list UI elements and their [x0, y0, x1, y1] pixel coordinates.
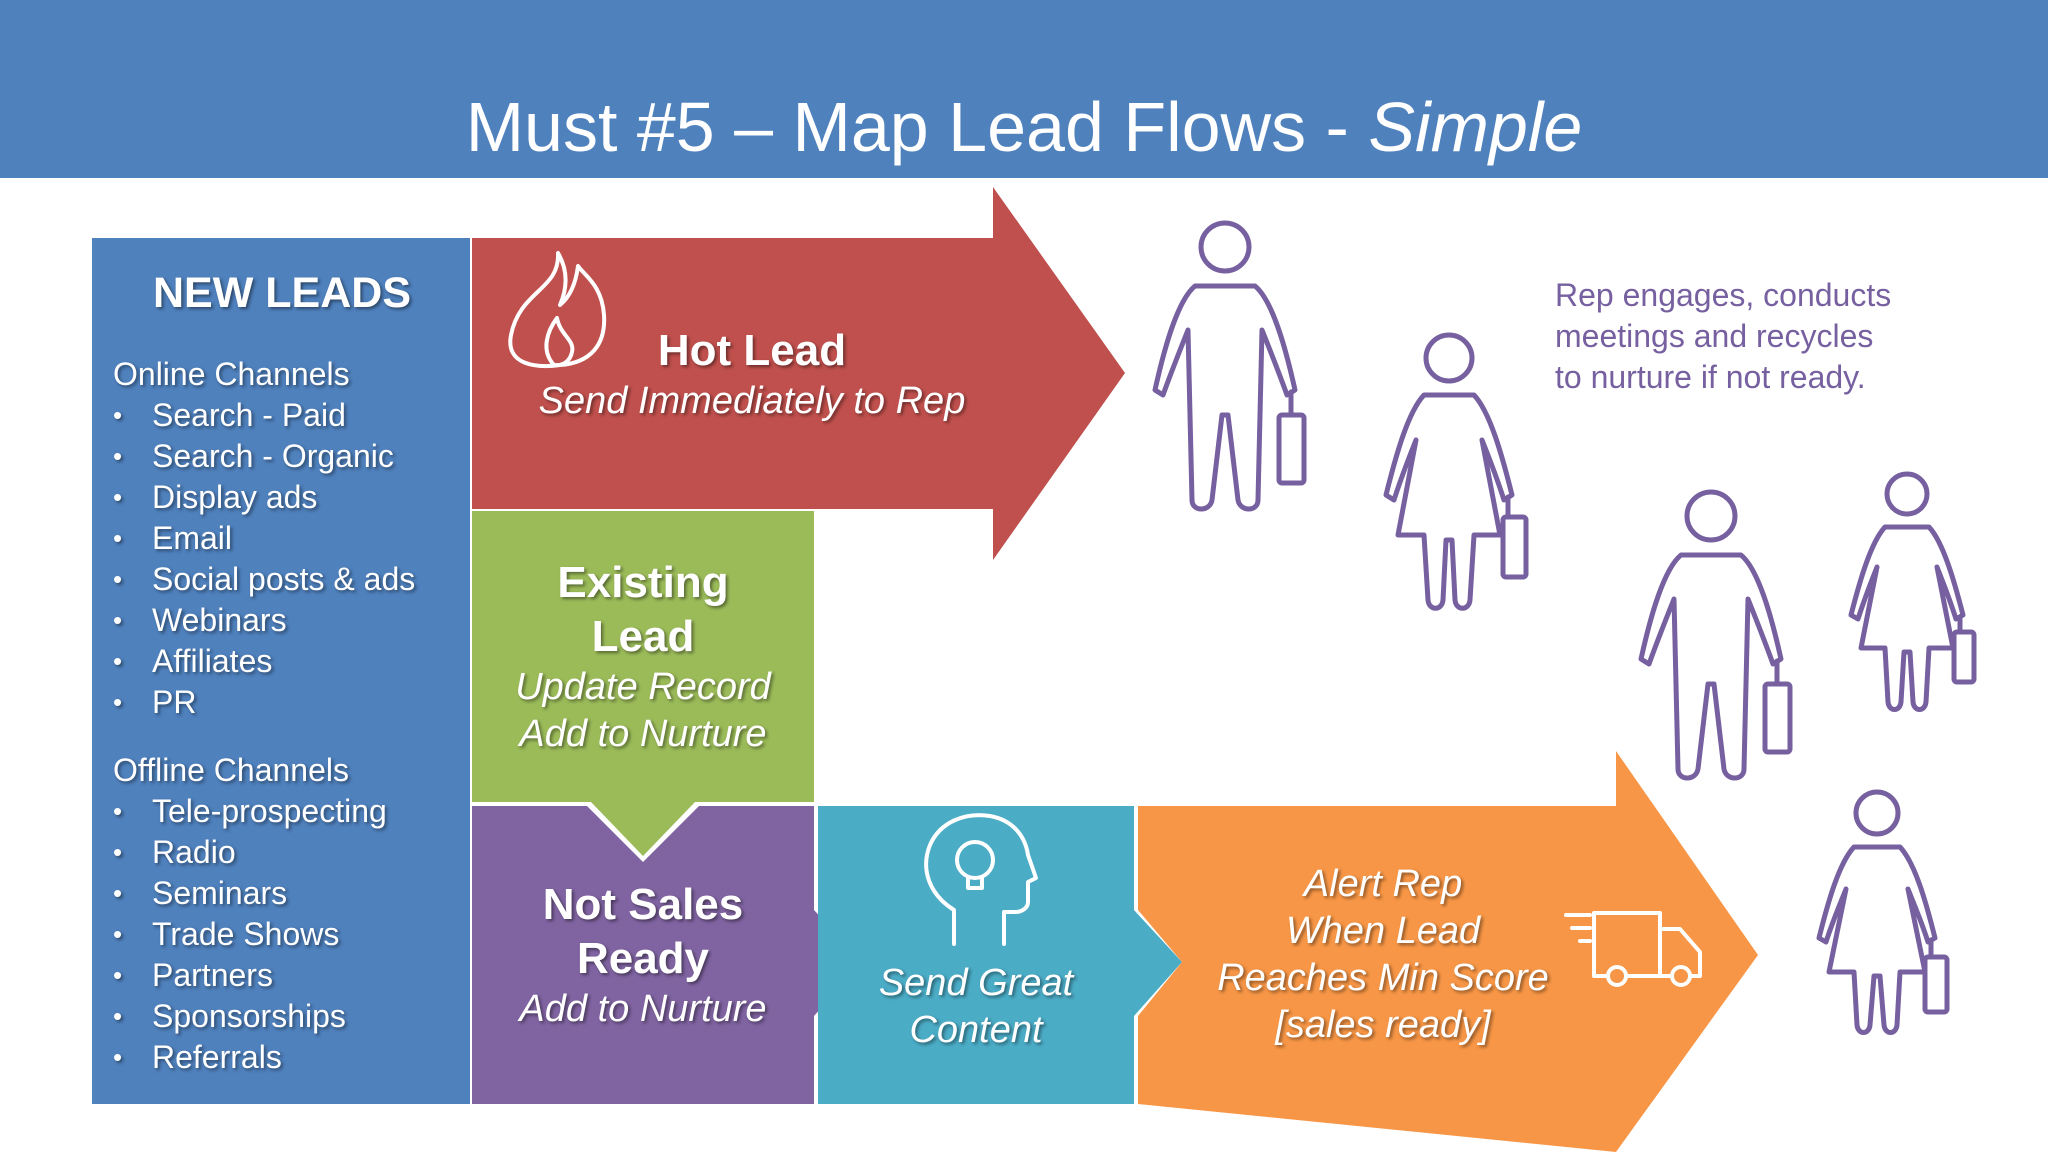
hot-lead-arrow [472, 187, 1125, 560]
alert-rep-text: Alert Rep When Lead Reaches Min Score [s… [1188, 861, 1578, 1049]
list-item: Tele-prospecting [113, 791, 387, 832]
rep-note: Rep engages, conducts meetings and recyc… [1555, 275, 1975, 398]
rep-note-line-3: to nurture if not ready. [1555, 359, 1866, 395]
not-sales-ready-title-2: Ready [576, 934, 710, 983]
list-item: Referrals [113, 1037, 387, 1078]
list-item: Webinars [113, 600, 415, 641]
title-emphasis: Simple [1368, 88, 1583, 166]
existing-lead-sub-2: Add to Nurture [519, 713, 767, 755]
list-item: Sponsorships [113, 996, 387, 1037]
rep-note-line-2: meetings and recycles [1555, 318, 1874, 354]
rep-note-line-1: Rep engages, conducts [1555, 277, 1892, 313]
send-content-box [818, 806, 1182, 1104]
list-item: Radio [113, 832, 387, 873]
hot-lead-text: Hot Lead Send Immediately to Rep [472, 324, 1032, 425]
list-item: Email [113, 518, 415, 559]
existing-lead-sub-1: Update Record [515, 666, 771, 708]
hot-lead-title: Hot Lead [657, 326, 847, 375]
list-item: Search - Paid [113, 395, 415, 436]
send-content-line-2: Content [909, 1009, 1043, 1051]
alert-rep-arrow [1138, 751, 1758, 1152]
flame-icon [508, 251, 607, 369]
title-main: Must #5 – Map Lead Flows - [465, 88, 1369, 166]
list-item: Affiliates [113, 641, 415, 682]
slide-title: Must #5 – Map Lead Flows - Simple [0, 82, 2048, 172]
existing-lead-box [472, 511, 814, 856]
send-content-line-1: Send Great [878, 962, 1074, 1004]
alert-rep-line-3: Reaches Min Score [1217, 957, 1549, 999]
list-item: Partners [113, 955, 387, 996]
not-sales-ready-subtitle: Add to Nurture [519, 988, 767, 1030]
delivery-truck-icon [1564, 911, 1702, 987]
existing-lead-title-2: Lead [591, 612, 695, 661]
businesswoman-icon-3 [1816, 789, 1950, 1035]
not-sales-ready-box [472, 806, 862, 1104]
list-item: Search - Organic [113, 436, 415, 477]
alert-rep-line-2: When Lead [1285, 910, 1481, 952]
alert-rep-line-1: Alert Rep [1303, 863, 1463, 905]
list-item: Trade Shows [113, 914, 387, 955]
online-channel-list: Search - Paid Search - Organic Display a… [113, 395, 415, 723]
new-leads-heading: NEW LEADS [153, 269, 411, 317]
alert-rep-line-4: [sales ready] [1275, 1004, 1491, 1046]
list-item: PR [113, 682, 415, 723]
offline-channels-label: Offline Channels [113, 752, 349, 788]
header-bar [0, 0, 2048, 178]
existing-lead-text: Existing Lead Update Record Add to Nurtu… [472, 556, 814, 758]
hot-lead-subtitle: Send Immediately to Rep [538, 380, 966, 422]
existing-lead-title-1: Existing [557, 558, 729, 607]
businessman-icon-2 [1638, 489, 1793, 781]
list-item: Display ads [113, 477, 415, 518]
offline-channel-list: Tele-prospecting Radio Seminars Trade Sh… [113, 791, 387, 1078]
list-item: Seminars [113, 873, 387, 914]
not-sales-ready-text: Not Sales Ready Add to Nurture [472, 878, 814, 1033]
businesswoman-icon-2 [1848, 471, 1977, 712]
list-item: Social posts & ads [113, 559, 415, 600]
not-sales-ready-title-1: Not Sales [542, 880, 744, 929]
businesswoman-icon [1383, 332, 1529, 611]
send-content-text: Send Great Content [818, 960, 1134, 1054]
businessman-icon [1152, 220, 1307, 512]
idea-head-icon [924, 813, 1038, 946]
online-channels-label: Online Channels [113, 356, 350, 392]
